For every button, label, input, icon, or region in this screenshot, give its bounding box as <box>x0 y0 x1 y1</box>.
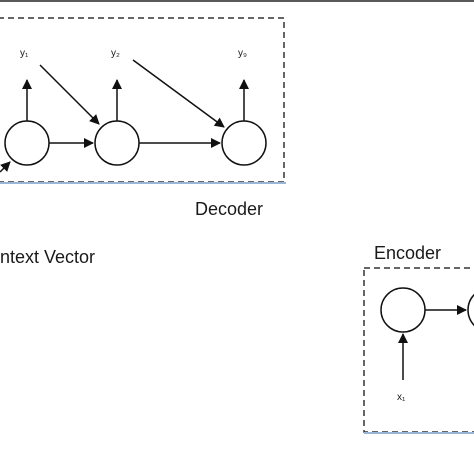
input-label-x1: x₁ <box>397 392 406 403</box>
decoder-node-1 <box>4 120 50 166</box>
output-label-yq: y₉ <box>238 48 247 59</box>
context-arrow <box>0 161 11 173</box>
context-vector-label: ntext Vector <box>0 247 96 267</box>
output-label-y2: y₂ <box>111 48 120 59</box>
feedback-arrow-2 <box>132 59 225 128</box>
feedback-arrow-1 <box>39 64 100 125</box>
decoder-node-2 <box>94 120 140 166</box>
decoder-node-3 <box>221 120 267 166</box>
encoder-node-2 <box>467 293 474 327</box>
output-label-y1: y₁ <box>20 48 29 59</box>
encoder-label: Encoder <box>374 243 442 263</box>
decoder-label: Decoder <box>195 199 264 219</box>
encoder-node-1 <box>380 287 426 333</box>
encoder-box <box>363 267 474 433</box>
